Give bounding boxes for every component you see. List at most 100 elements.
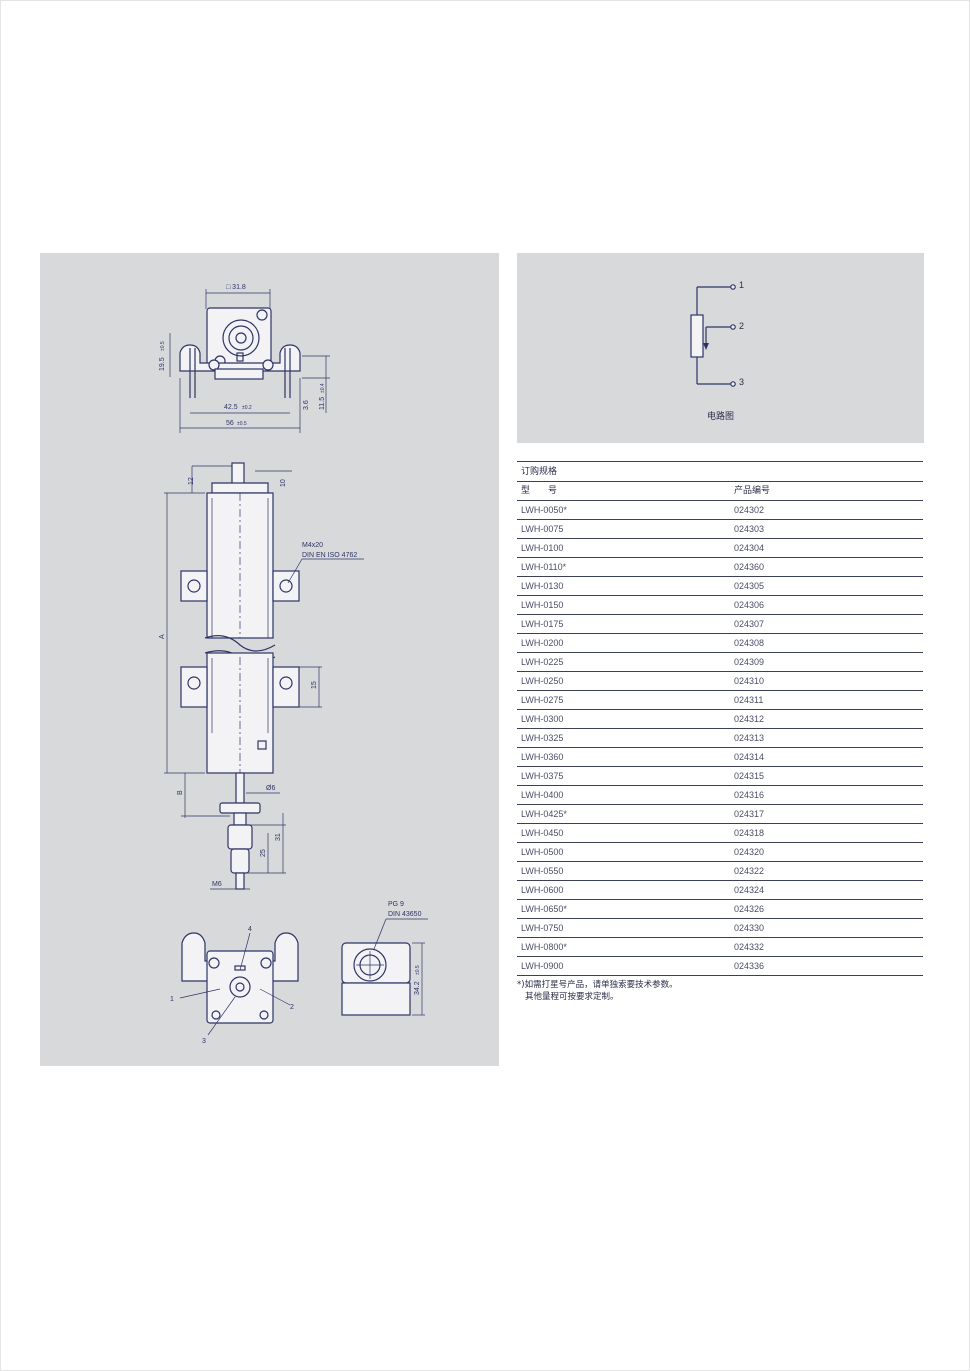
bottom-view: 4 1 2 3 [170, 926, 299, 1045]
model-cell: LWH-0425* [521, 809, 567, 819]
product-code-cell: 024336 [734, 961, 765, 971]
dim-25: 25 [260, 849, 267, 857]
table-row: LWH-0800*024332 [517, 938, 923, 957]
table-row: LWH-0325 024313 [517, 729, 923, 748]
product-code-cell: 024311 [734, 695, 764, 705]
technical-drawing: □ 31.8 19.5 ±0.5 42.5 ±0.2 [159, 284, 428, 1045]
product-code-cell: 024315 [734, 771, 765, 781]
circuit-pin-3: 3 [739, 377, 745, 387]
table-row: LWH-0130 024305 [517, 577, 923, 596]
table-row: LWH-0400 024316 [517, 786, 923, 805]
model-cell: LWH-0750 [521, 923, 564, 933]
model-cell: LWH-0050* [521, 505, 567, 515]
model-cell: LWH-0130 [521, 581, 564, 591]
header-product-code: 产品编号 [734, 486, 771, 496]
footnote-line-1: *)如需打星号产品，请单独索要技术参数。 [517, 980, 678, 990]
model-cell: LWH-0400 [521, 790, 564, 800]
product-code-cell: 024318 [734, 828, 765, 838]
dim-side: 11.5 [319, 397, 326, 410]
circuit-diagram [690, 284, 736, 387]
ordering-footnote: *)如需打星号产品，请单独索要技术参数。 其他量程可按要求定制。 [517, 979, 923, 1003]
model-cell: LWH-0360 [521, 752, 564, 762]
pg-note-line1: PG 9 [388, 901, 404, 908]
product-code-cell: 024317 [734, 809, 765, 819]
dim-top-b: 10 [280, 479, 287, 487]
dim-height: 19.5 [159, 357, 166, 371]
product-code-cell: 024313 [734, 733, 765, 743]
table-row: LWH-0650* 024326 [517, 900, 923, 919]
product-code-cell: 024316 [734, 790, 765, 800]
table-row: LWH-0450 024318 [517, 824, 923, 843]
circuit-pin-1: 1 [739, 280, 745, 290]
model-cell: LWH-0600 [521, 885, 564, 895]
product-code-cell: 024307 [734, 619, 765, 629]
dim-31: 31 [275, 833, 282, 841]
model-cell: LWH-0450 [521, 828, 564, 838]
table-row: LWH-0425* 024317 [517, 805, 923, 824]
model-cell: LWH-0250 [521, 676, 564, 686]
model-cell: LWH-0900 [521, 961, 564, 971]
product-code-cell: 024304 [734, 543, 765, 553]
table-row: LWH-0275 024311 [517, 691, 923, 710]
model-cell: LWH-0150 [521, 600, 564, 610]
product-code-cell: 024320 [734, 847, 765, 857]
dim-rod: Ø6 [266, 785, 275, 792]
model-cell: LWH-0325 [521, 733, 564, 743]
table-row: LWH-0050* 024302 [517, 501, 923, 520]
technical-drawing-panel: □ 31.8 19.5 ±0.5 42.5 ±0.2 [40, 253, 499, 1066]
table-row: LWH-0150 024306 [517, 596, 923, 615]
header-model: 型 号 [521, 486, 558, 496]
side-view: 12 10 [159, 462, 364, 890]
model-cell: LWH-0375 [521, 771, 564, 781]
model-cell: LWH-0500 [521, 847, 564, 857]
table-row: LWH-0900 024336 [517, 957, 923, 976]
model-cell: LWH-0175 [521, 619, 564, 629]
product-code-cell: 024302 [734, 505, 765, 515]
model-cell: LWH-0800* [521, 942, 567, 952]
product-code-cell: 024326 [734, 904, 765, 914]
footnote-line-2: 其他量程可按要求定制。 [525, 992, 619, 1002]
pin-label-3: 3 [202, 1038, 206, 1045]
model-cell: LWH-0110* [521, 562, 567, 572]
dim-thread: M6 [212, 881, 222, 888]
pg-note-line2: DIN 43650 [388, 911, 422, 918]
dim-width-outer: 56 [226, 420, 234, 427]
table-row: LWH-0110* 024360 [517, 558, 923, 577]
ordering-header-row: 型 号 产品编号 [517, 481, 923, 501]
dim-width-inner: 42.5 [224, 404, 238, 411]
circuit-caption: 电路图 [706, 412, 734, 422]
model-cell: LWH-0275 [521, 695, 564, 705]
dim-square: □ 31.8 [226, 284, 246, 291]
dim-342: 34.2 [414, 981, 421, 995]
model-cell: LWH-0550 [521, 866, 564, 876]
product-code-cell: 024360 [734, 562, 765, 572]
screw-note-line2: DIN EN ISO 4762 [302, 552, 357, 559]
pin-label-1: 1 [170, 996, 174, 1003]
product-code-cell: 024305 [734, 581, 765, 591]
product-code-cell: 024308 [734, 638, 765, 648]
model-cell: LWH-0300 [521, 714, 564, 724]
model-cell: LWH-0650* [521, 904, 567, 914]
pin-label-4: 4 [248, 926, 252, 933]
dim-A: A [159, 634, 166, 639]
product-code-cell: 024306 [734, 600, 765, 610]
model-cell: LWH-0075 [521, 524, 564, 534]
dim-15: 15 [311, 681, 318, 689]
dim-width-outer-tol: ±0.5 [237, 421, 247, 427]
dim-342-tol: ±0.5 [415, 965, 421, 975]
table-row: LWH-0500 024320 [517, 843, 923, 862]
screw-note-line1: M4x20 [302, 542, 323, 549]
top-view: □ 31.8 19.5 ±0.5 42.5 ±0.2 [159, 284, 330, 433]
circuit-pin-2: 2 [739, 321, 745, 331]
model-cell: LWH-0225 [521, 657, 564, 667]
